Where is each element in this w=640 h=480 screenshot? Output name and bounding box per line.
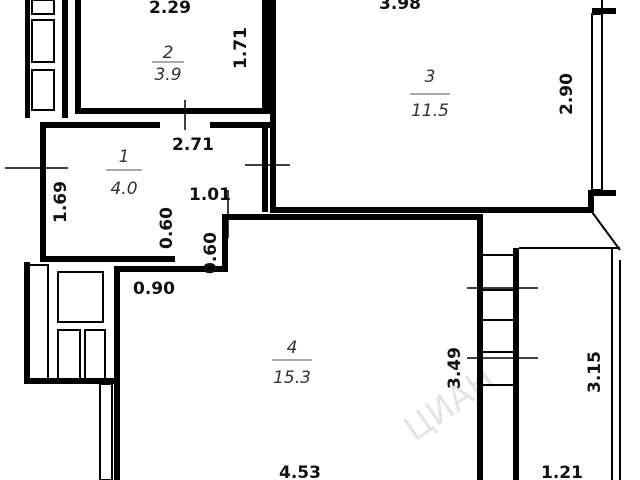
dim-room3-height: 2.90 bbox=[557, 73, 577, 115]
room-2-walls bbox=[75, 0, 270, 114]
dim-recess: 0.90 bbox=[133, 279, 175, 299]
dimension-ticks bbox=[5, 100, 538, 359]
dim-room4-width: 4.53 bbox=[279, 463, 321, 480]
room-1-walls bbox=[40, 122, 270, 262]
dim-room1-height: 1.69 bbox=[51, 181, 71, 223]
dim-wall-a: 0.60 bbox=[157, 207, 177, 249]
room-3-walls bbox=[270, 0, 616, 213]
room-1-label: 1 4.0 bbox=[106, 147, 142, 199]
room-4-number: 4 bbox=[287, 338, 298, 358]
room-2-area: 3.9 bbox=[154, 65, 181, 85]
dim-door-width: 1.01 bbox=[189, 185, 231, 205]
dim-room4-height: 3.49 bbox=[445, 347, 465, 389]
room-3-area: 11.5 bbox=[411, 101, 449, 121]
room-3-label: 3 11.5 bbox=[410, 67, 450, 121]
dim-balcony-height: 3.15 bbox=[585, 351, 605, 393]
left-shaft bbox=[24, 0, 114, 384]
room-2-number: 2 bbox=[163, 43, 174, 63]
room-4-walls bbox=[99, 214, 483, 480]
dim-room2-width: 2.29 bbox=[149, 0, 191, 18]
room-1-number: 1 bbox=[119, 147, 130, 167]
dim-room1-width: 2.71 bbox=[172, 135, 214, 155]
dim-room2-height: 1.71 bbox=[231, 27, 251, 69]
room-2-label: 2 3.9 bbox=[152, 43, 184, 85]
room-4-label: 4 15.3 bbox=[272, 338, 312, 388]
dim-wall-b: 0.60 bbox=[201, 232, 221, 274]
dim-balcony-width: 1.21 bbox=[541, 463, 583, 480]
dimension-labels: 2.29 1.71 3.98 2.90 2.71 1.69 1.01 0.60 … bbox=[51, 0, 605, 480]
room-4-area: 15.3 bbox=[273, 368, 311, 388]
dim-room3-width: 3.98 bbox=[379, 0, 421, 14]
room-3-number: 3 bbox=[425, 67, 436, 87]
balcony bbox=[483, 211, 621, 480]
room-1-area: 4.0 bbox=[110, 179, 137, 199]
